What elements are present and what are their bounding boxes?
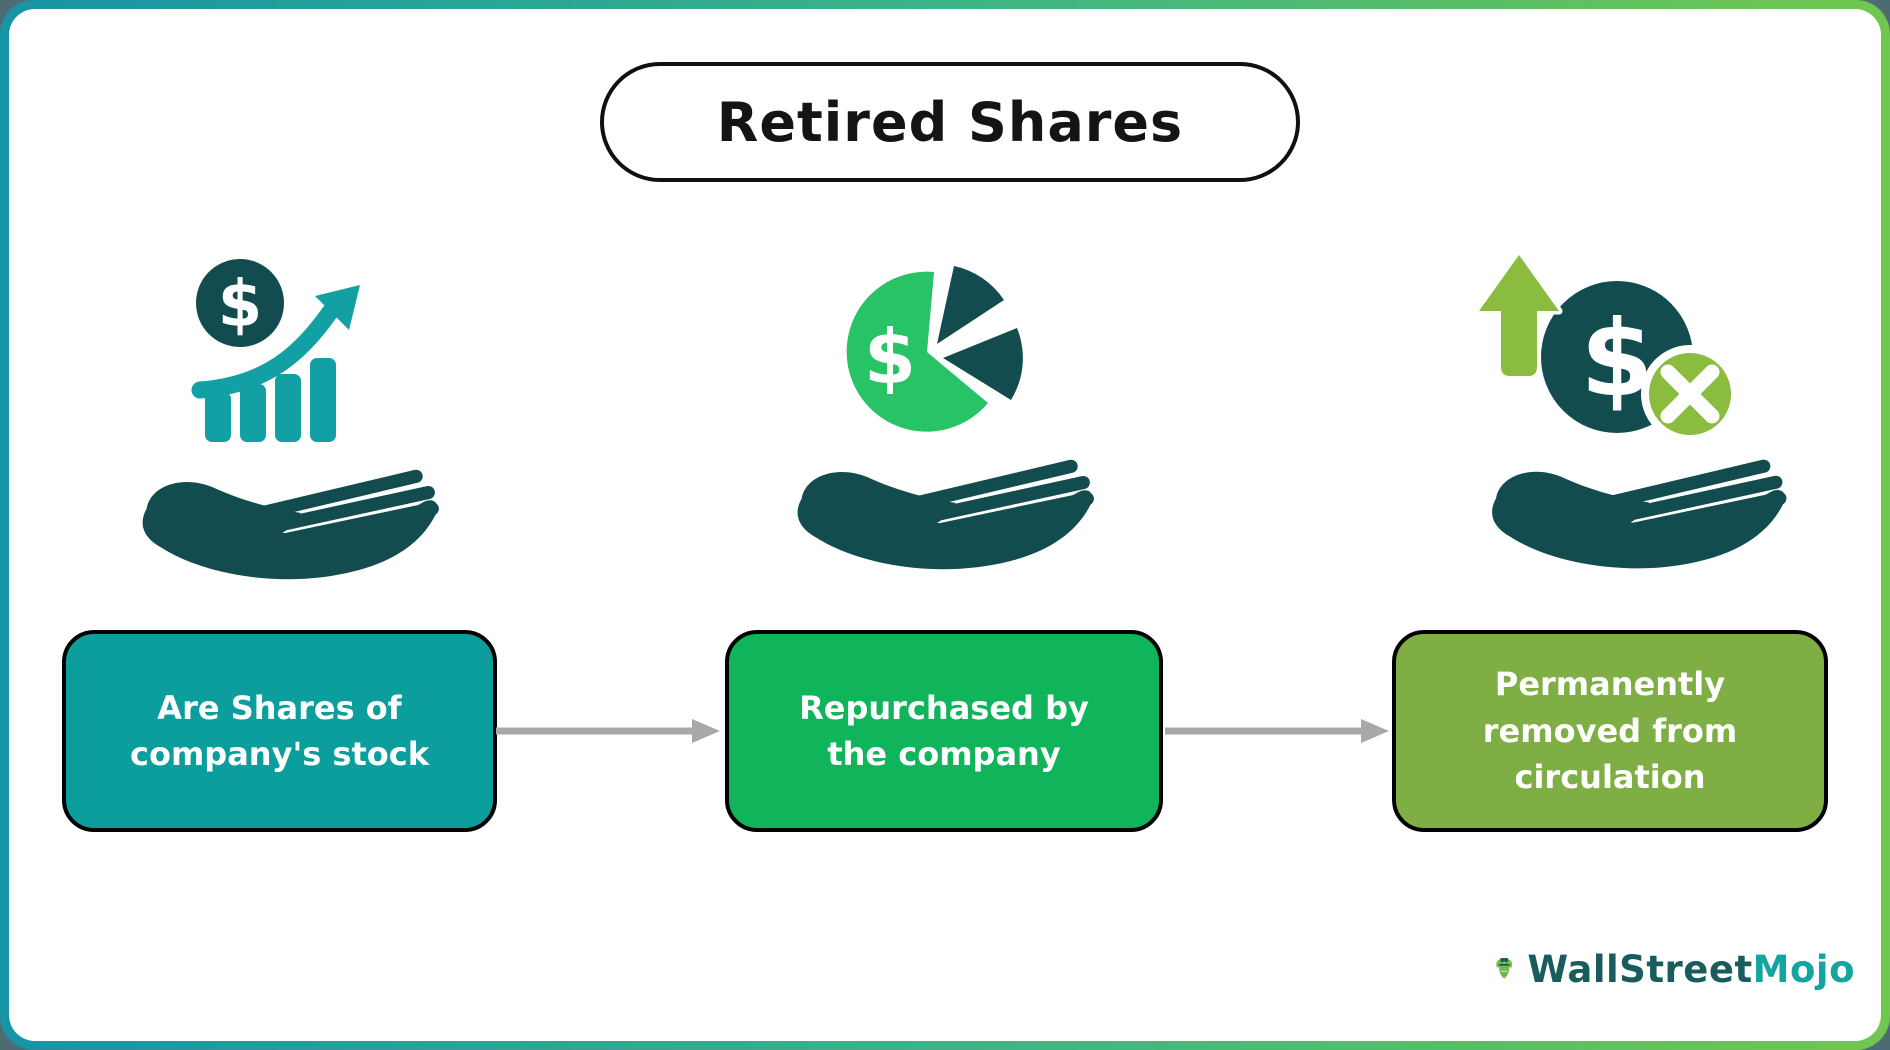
dollar-sign: $ bbox=[864, 313, 916, 401]
step-label-1: Are Shares of company's stock bbox=[130, 688, 429, 773]
brand-name: WallStreetMojo bbox=[1527, 948, 1855, 991]
brand-logo: WallStreetMojo bbox=[1495, 928, 1855, 1010]
arrow-connector-1 bbox=[496, 719, 720, 743]
bull-mascot-icon bbox=[1496, 958, 1513, 979]
up-arrow-icon bbox=[1478, 251, 1563, 380]
dollar-circle-icon: $ bbox=[190, 253, 290, 353]
step-label-2: Repurchased by the company bbox=[799, 688, 1089, 773]
arrow-connector-2 bbox=[1165, 719, 1389, 743]
dollar-pie-chart-hand-icon: $ bbox=[780, 266, 1120, 595]
growth-arrow-icon bbox=[191, 285, 360, 399]
bar-chart-icon bbox=[205, 358, 336, 442]
dollar-growth-chart-hand-icon: $ bbox=[125, 253, 455, 605]
pie-chart-icon: $ bbox=[846, 266, 1023, 432]
hand-icon bbox=[798, 466, 1093, 569]
hand-icon bbox=[1492, 466, 1785, 568]
x-mark-circle-icon bbox=[1641, 345, 1739, 443]
hand-icon bbox=[143, 476, 438, 579]
step-label-3: Permanently removed from circulation bbox=[1482, 665, 1738, 797]
dollar-removed-hand-icon: $ bbox=[1478, 251, 1808, 595]
title-pill: Retired Shares bbox=[600, 62, 1300, 182]
step-box-1: Are Shares of company's stock bbox=[62, 630, 497, 832]
dollar-sign: $ bbox=[218, 268, 263, 342]
page-title: Retired Shares bbox=[716, 90, 1184, 154]
brand-name-secondary: Mojo bbox=[1752, 947, 1855, 991]
step-box-3: Permanently removed from circulation bbox=[1392, 630, 1828, 832]
brand-name-primary: WallStreet bbox=[1527, 947, 1753, 991]
step-box-2: Repurchased by the company bbox=[725, 630, 1163, 832]
